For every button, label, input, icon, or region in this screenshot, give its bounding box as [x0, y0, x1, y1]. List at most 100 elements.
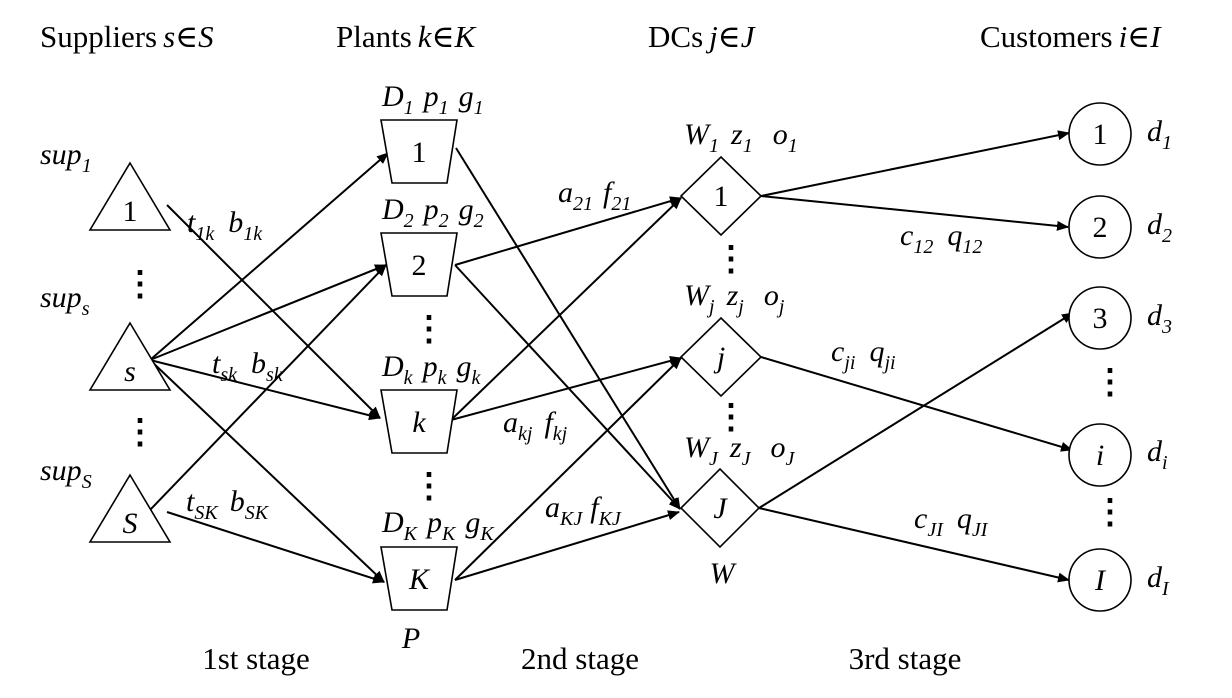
supplier-nodes: 1 s S — [88, 161, 172, 543]
edge-sup1-plantk — [166, 204, 381, 419]
supplier-capacity-label: sup1 — [40, 138, 92, 177]
stage-label-2: 2nd stage — [521, 641, 639, 676]
plant-ellipsis-lower: ⋮ — [412, 468, 446, 505]
dcs-set-label: W — [710, 557, 738, 590]
supplier-node-S: S — [88, 473, 172, 543]
customer-node-label: 2 — [1093, 211, 1108, 244]
customer-demand-label: dI — [1147, 561, 1170, 600]
edges — [149, 130, 1074, 584]
dc-ellipsis-lower: ⋮ — [714, 399, 748, 436]
plant-node-label: k — [412, 406, 426, 439]
customer-ellipsis-lower: ⋮ — [1093, 494, 1127, 531]
supplier-node-s: s — [88, 321, 172, 391]
customer-node-1: 1 — [1068, 102, 1132, 166]
supplier-capacity-labels: sup1 sups supS — [40, 138, 92, 493]
edge-dcj-custi — [760, 356, 1073, 452]
customer-demand-labels: d1 d2 d3 di dI — [1147, 115, 1172, 600]
plant-nodes: 1 2 k K — [380, 119, 458, 611]
customer-demand-label: d3 — [1147, 299, 1172, 338]
plant-node-1: 1 — [380, 119, 458, 184]
dc-node-label: 1 — [714, 180, 729, 213]
dc-node-1: 1 — [679, 155, 763, 237]
stage-label-1: 1st stage — [202, 641, 310, 676]
plant-node-K: K — [380, 546, 458, 611]
edge-supS-plantK — [166, 511, 385, 584]
edge-dcJ-custI — [758, 507, 1070, 583]
edge-plantK-dcj — [454, 357, 682, 581]
customer-nodes: 1 2 3 i I — [1068, 102, 1132, 612]
dc-ellipsis-upper: ⋮ — [714, 241, 748, 278]
plant-node-label: 1 — [412, 136, 427, 169]
supplier-ellipsis-lower: ⋮ — [123, 414, 157, 451]
supplier-node-label: S — [123, 507, 138, 540]
dc-node-J: J — [679, 467, 761, 549]
supplier-node-1: 1 — [88, 161, 172, 231]
plant-node-k: k — [380, 389, 458, 454]
dc-node-label: J — [713, 492, 728, 525]
dc-node-label: j — [713, 341, 725, 374]
plant-node-label: 2 — [412, 249, 427, 282]
plant-node-2: 2 — [380, 232, 458, 297]
customer-demand-label: d1 — [1147, 115, 1172, 154]
edge-dcJ-cust3 — [758, 312, 1074, 509]
supplier-node-label: 1 — [123, 195, 138, 228]
edge-plant2-dcJ — [454, 264, 681, 510]
dc-nodes: 1 j J — [679, 155, 763, 549]
dc-node-j: j — [679, 316, 763, 398]
edge-plantk-dc1 — [450, 197, 682, 421]
edge-plantk-dcj — [450, 356, 682, 421]
customer-demand-label: d2 — [1147, 208, 1172, 247]
customer-node-label: i — [1096, 439, 1104, 472]
customer-demand-label: di — [1147, 435, 1168, 474]
customer-node-label: I — [1094, 564, 1107, 597]
plants-set-label: P — [401, 622, 420, 655]
plant-ellipsis-upper: ⋮ — [412, 311, 446, 348]
customer-node-i: i — [1068, 423, 1132, 487]
edge-sups-plantK — [149, 359, 385, 583]
supplier-capacity-label: supS — [40, 454, 92, 493]
edge-sups-plant1 — [149, 152, 389, 361]
edge-dc1-cust2 — [760, 195, 1069, 231]
customer-node-3: 3 — [1068, 286, 1132, 350]
customer-node-I: I — [1068, 548, 1132, 612]
customer-node-label: 1 — [1093, 118, 1108, 151]
supplier-ellipsis-upper: ⋮ — [123, 266, 157, 303]
edge-sups-plantk — [149, 359, 381, 421]
edge-plant2-dc1 — [454, 196, 682, 266]
plant-node-label: K — [408, 563, 431, 596]
edge-sups-plant2 — [149, 264, 387, 361]
customer-ellipsis-upper: ⋮ — [1093, 364, 1127, 401]
stage-label-3: 3rd stage — [849, 641, 962, 676]
customer-node-2: 2 — [1068, 195, 1132, 259]
edge-dc1-cust1 — [760, 130, 1070, 197]
edge-supS-plant2 — [149, 264, 387, 511]
edge-plant1-dcJ — [455, 147, 681, 510]
supplier-capacity-label: sups — [40, 281, 90, 320]
stage-labels: 1st stage 2nd stage 3rd stage — [202, 641, 961, 676]
customer-node-label: 3 — [1093, 302, 1108, 335]
